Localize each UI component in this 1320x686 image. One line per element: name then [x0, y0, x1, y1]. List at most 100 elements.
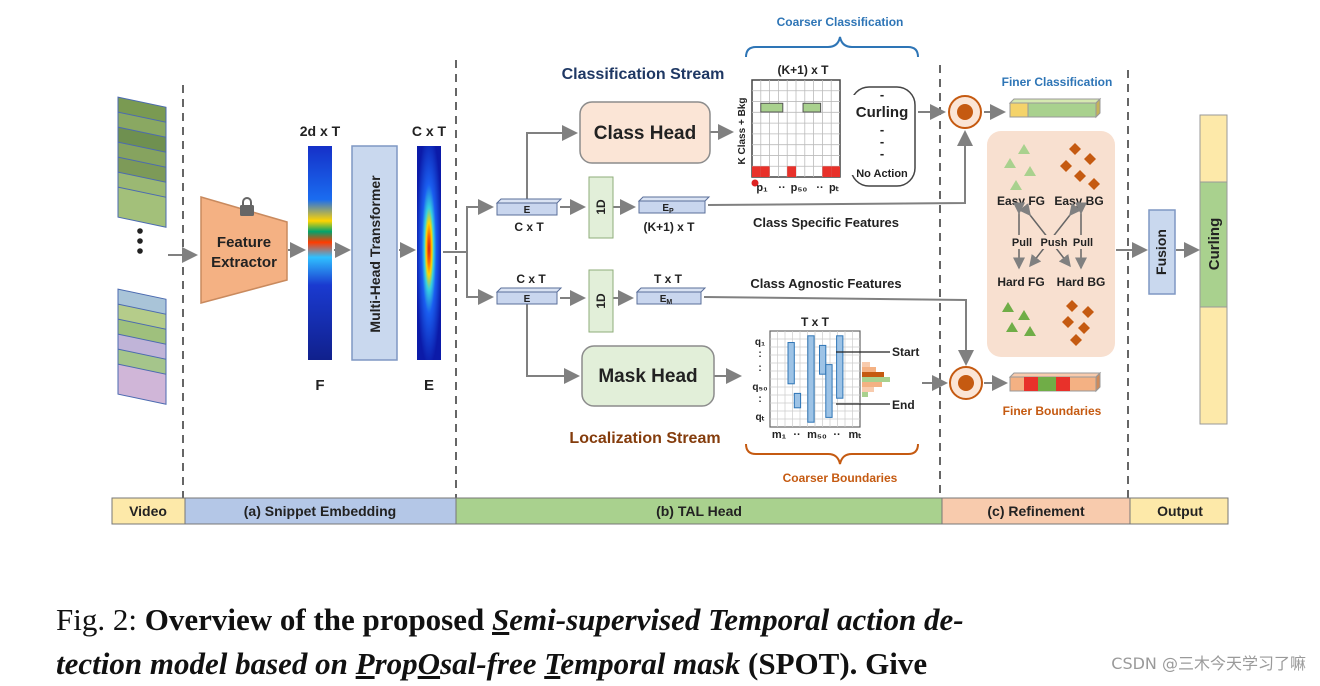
caption-fig-number: Fig. 2: [56, 602, 137, 637]
prediction-list: - Curling - - - No Action [856, 87, 909, 180]
video-frames [117, 96, 167, 405]
finer-boundaries-bar [1008, 371, 1102, 393]
stage-tal-head [455, 497, 943, 525]
caption-sal: sal-free [440, 646, 537, 681]
pull-right-label: Pull [1073, 237, 1093, 249]
feature-extractor-label-2: Extractor [211, 254, 277, 271]
dim-CxT-top: C x T [412, 123, 447, 139]
easy-bg-diamonds [1060, 143, 1100, 190]
coarser-classification-brace [745, 36, 919, 58]
video-frames-bottom [117, 288, 167, 405]
stage-embedding [184, 497, 457, 525]
lock-icon [240, 197, 254, 216]
hard-fg-label: Hard FG [997, 275, 1044, 289]
cls-CxT: C x T [514, 220, 544, 234]
p-label: pₜ [829, 182, 839, 194]
mask-bar [836, 335, 844, 399]
coarser-classification-title: Coarser Classification [777, 15, 904, 29]
q-labels: q₁ : : q₅₀ : qₜ [752, 337, 767, 423]
em-label: EM [660, 294, 673, 306]
stage-tal-label: (b) TAL Head [656, 503, 742, 519]
pull-push-label-bg [1010, 235, 1092, 249]
pred-item: - [880, 87, 884, 102]
feature-heatmap-F [308, 146, 332, 360]
feature-extractor-label-1: Feature [217, 234, 271, 251]
easy-fg-label: Easy FG [997, 194, 1045, 208]
m-label: ·· [833, 429, 840, 441]
oned-conv-loc [588, 269, 614, 333]
matrix-ylabel: K Class + Bkg [737, 98, 748, 165]
p-label: ·· [816, 182, 823, 194]
caption-spot: (SPOT). Give [748, 646, 928, 681]
k1xT-top: (K+1) x T [777, 63, 829, 77]
video-frames-top [117, 96, 167, 228]
cls-E: E [524, 205, 531, 216]
coarser-boundaries-title: Coarser Boundaries [783, 471, 898, 485]
no-action-cell [752, 166, 761, 177]
caption-s: S [492, 602, 510, 637]
caption-emi: emi-supervised Temporal action de- [509, 602, 964, 637]
stage-video [111, 497, 186, 525]
finer-classification-title: Finer Classification [1002, 75, 1113, 89]
p-label: p₁ [756, 182, 768, 194]
hard-fg-triangles [1002, 302, 1036, 336]
pull-left-label: Pull [1012, 237, 1032, 249]
oned-conv-cls [588, 176, 614, 239]
m-label: mₜ [848, 429, 861, 441]
p-labels: p₁ ·· p₅₀ ·· pₜ [756, 182, 839, 194]
class-specific-features: Class Specific Features [753, 215, 899, 230]
q-label: : [758, 349, 761, 360]
mask-head-label: Mask Head [598, 366, 697, 387]
oned-cls-label: 1D [594, 199, 608, 215]
refine-node-bottom [949, 366, 983, 400]
refine-node-top [948, 95, 982, 129]
curling-cell [802, 102, 822, 113]
pred-item: No Action [856, 168, 908, 180]
push-label: Push [1041, 237, 1068, 249]
m-label: m₅₀ [807, 429, 827, 441]
boundary-histogram [862, 362, 890, 397]
pred-item: - [880, 122, 884, 137]
caption-line2a: tection model based on [56, 646, 348, 681]
no-action-cell [822, 166, 832, 177]
ep-label: EP [662, 203, 674, 215]
finer-classification-bar [1008, 97, 1102, 119]
q-label: qₜ [755, 412, 764, 423]
class-head [579, 101, 711, 164]
output-label: Curling [1206, 218, 1223, 271]
coarser-boundaries-brace [745, 443, 919, 465]
caption-o: O [417, 646, 441, 681]
pred-item: - [880, 134, 884, 149]
m-labels: m₁ ·· m₅₀ ·· mₜ [772, 429, 862, 441]
stage-refinement [941, 497, 1131, 525]
pred-item: - [880, 146, 884, 161]
curling-cell [760, 102, 784, 113]
classification-matrix [751, 79, 841, 178]
no-action-cell [787, 166, 796, 177]
label-E: E [424, 377, 434, 394]
output-bar: Curling [1199, 114, 1228, 425]
em-block: T x T EM [635, 272, 707, 306]
caption-bold-1: Overview of the proposed [144, 602, 485, 637]
fusion-block [1148, 209, 1176, 295]
txt-feature: T x T [654, 272, 683, 286]
feature-extractor: Feature Extractor [200, 196, 288, 304]
mask-matrix [769, 330, 861, 428]
mask-head [581, 345, 715, 407]
no-action-cell [831, 166, 840, 177]
classification-stream-title: Classification Stream [562, 66, 725, 83]
k1xT-bottom: (K+1) x T [643, 220, 695, 234]
watermark: CSDN @三木今天学习了嘛 [1111, 654, 1306, 673]
m-label: m₁ [772, 429, 787, 441]
classification-feature-block: E C x T [495, 198, 563, 234]
finer-boundaries-title: Finer Boundaries [1003, 404, 1102, 418]
hard-bg-diamonds [1062, 300, 1094, 346]
stage-output [1129, 497, 1229, 525]
fusion-label: Fusion [1153, 229, 1169, 275]
stage-output-label: Output [1157, 503, 1203, 519]
stream-split-arrows [443, 104, 1200, 391]
label-F: F [315, 377, 324, 394]
class-head-label: Class Head [594, 123, 696, 144]
loc-CxT: C x T [516, 272, 546, 286]
